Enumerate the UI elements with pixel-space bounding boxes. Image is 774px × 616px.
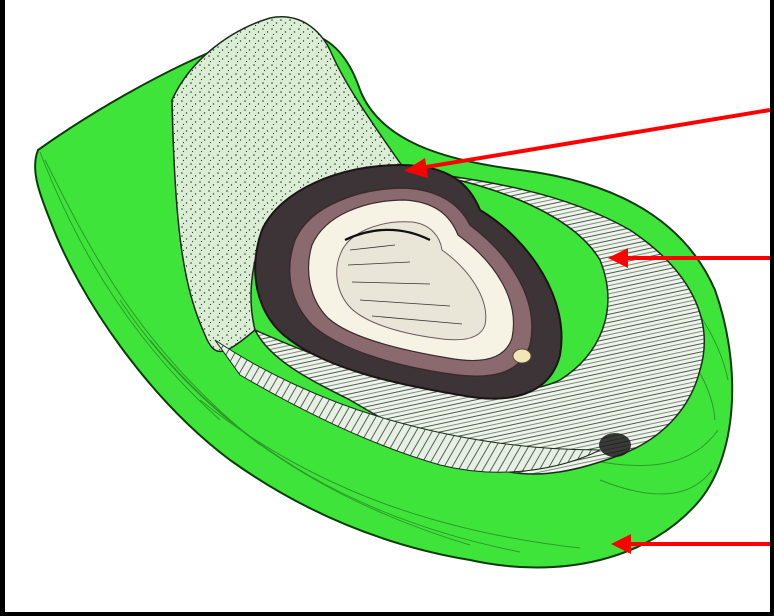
fiber-convergence-point <box>599 433 631 457</box>
embryo-spot <box>513 349 531 363</box>
